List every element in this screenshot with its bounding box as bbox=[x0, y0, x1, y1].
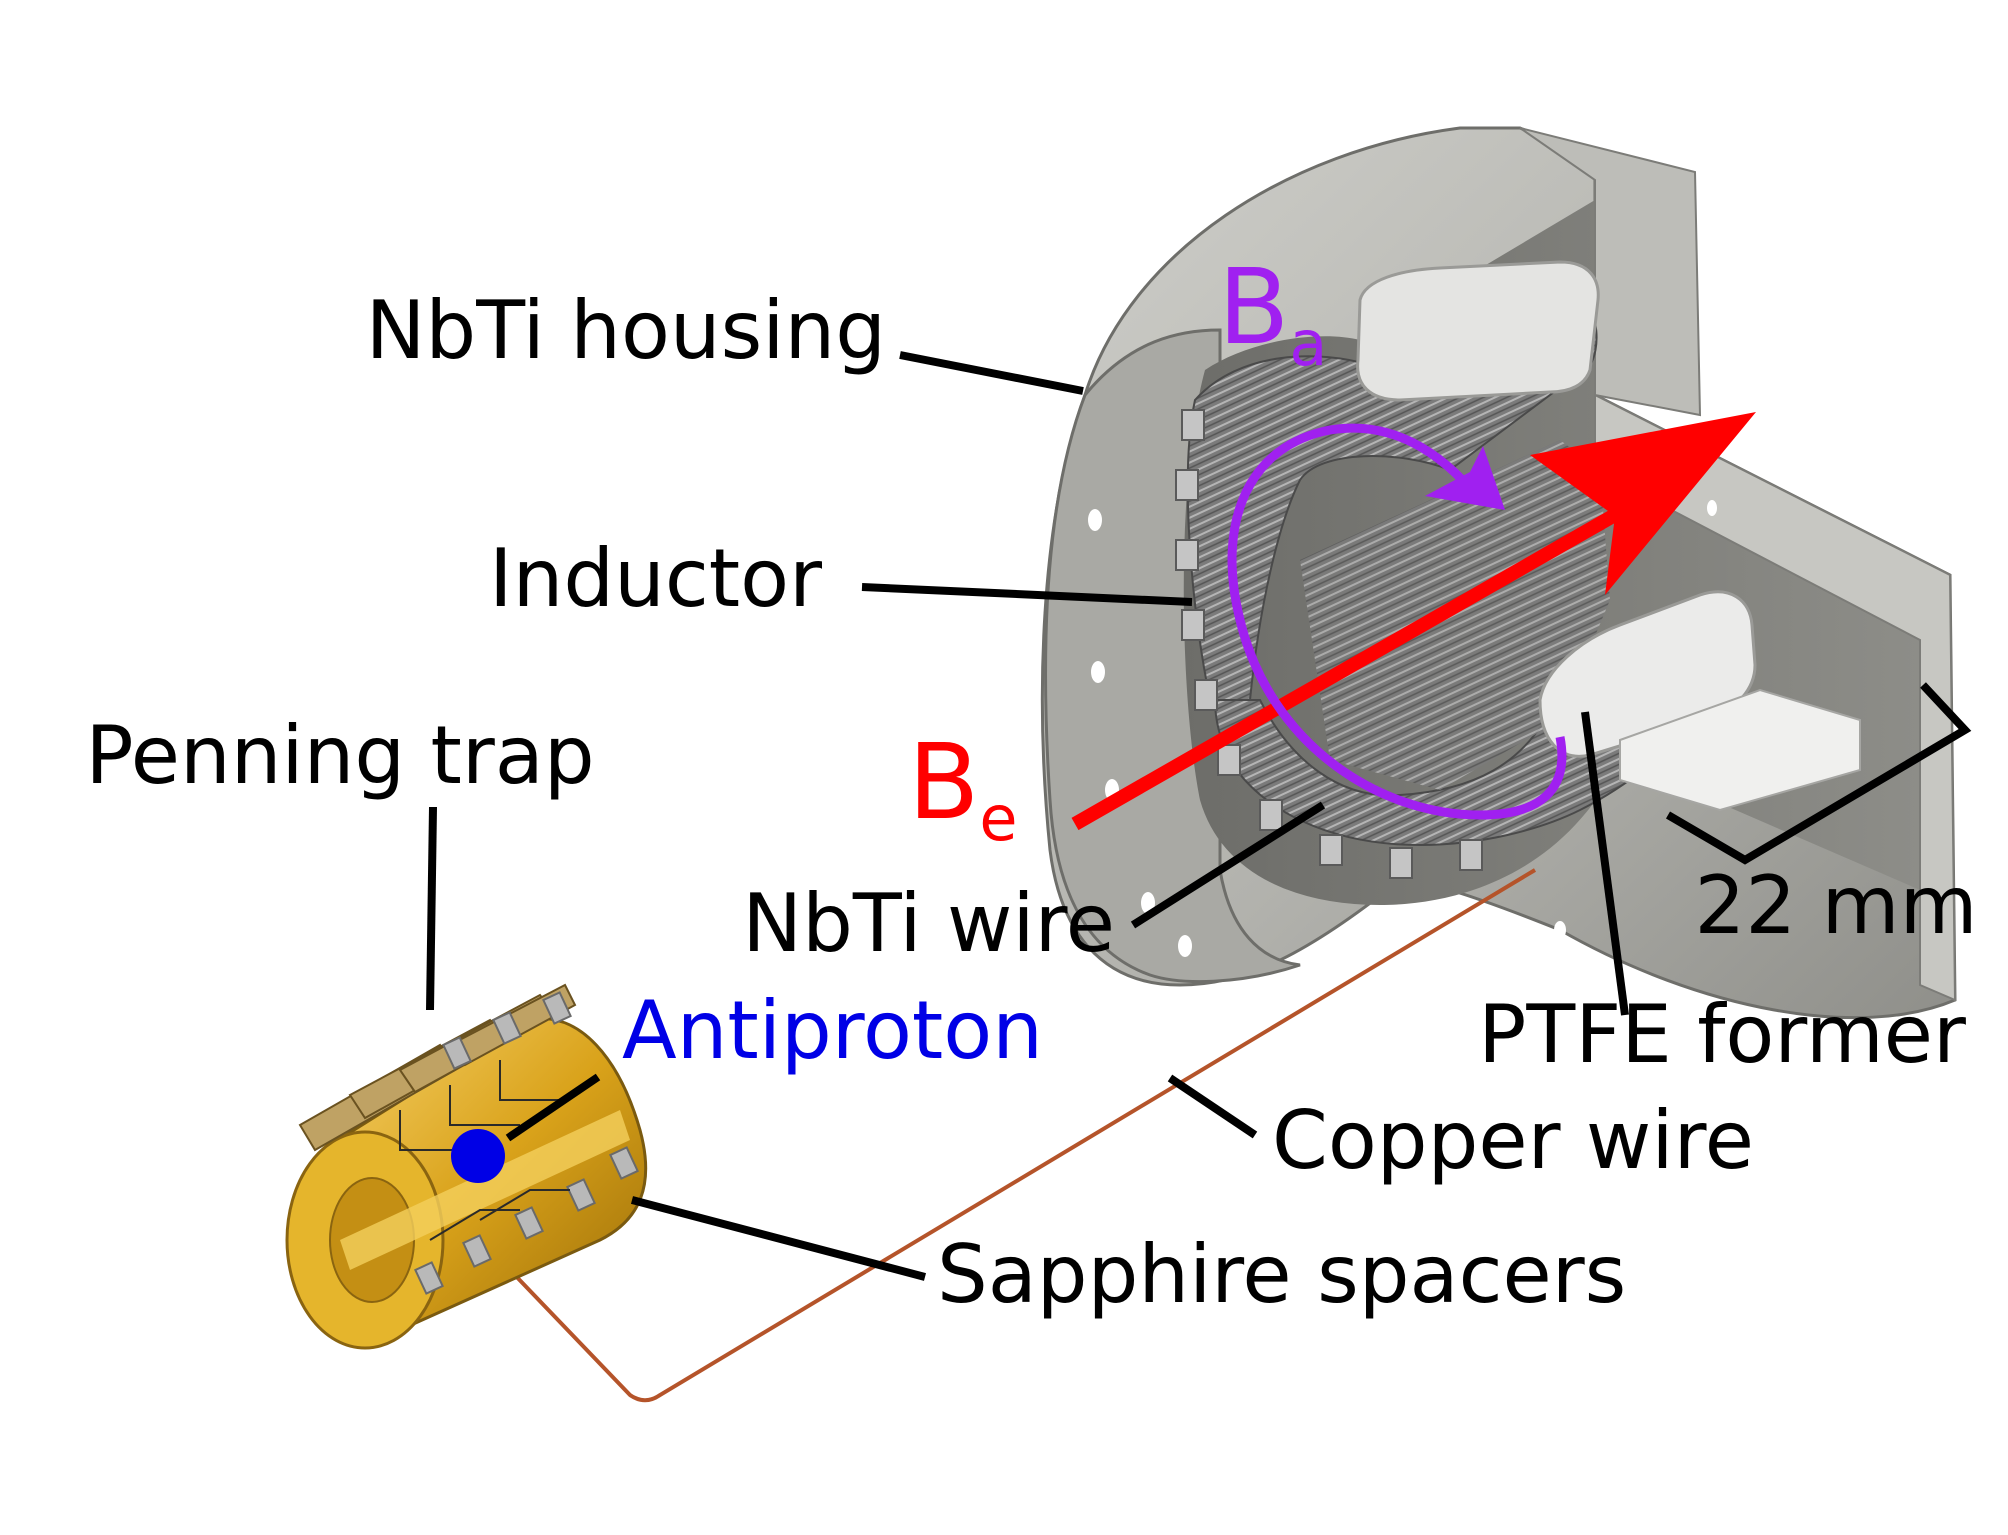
label-be-subscript: e bbox=[979, 782, 1017, 855]
label-ptfe-former: PTFE former bbox=[1478, 988, 1966, 1081]
trap-sapphire-spacers bbox=[414, 991, 639, 1295]
coil-notches bbox=[1175, 409, 1483, 879]
label-penning-trap: Penning trap bbox=[85, 709, 594, 802]
ptfe-former-render bbox=[1356, 260, 1861, 812]
label-ba-subscript: a bbox=[1289, 307, 1327, 380]
label-sapphire-spacers: Sapphire spacers bbox=[937, 1228, 1626, 1321]
label-be: Be bbox=[908, 721, 1018, 855]
dimension-bracket bbox=[1665, 682, 1972, 865]
trap-bore-slot bbox=[340, 1110, 630, 1270]
leader-penning-trap bbox=[426, 806, 437, 1011]
leader-copper-wire bbox=[1167, 1074, 1258, 1139]
ba-field-arrow bbox=[1227, 423, 1567, 820]
leader-ptfe-former bbox=[1581, 711, 1629, 1016]
housing-top-cut-face bbox=[1519, 127, 1702, 417]
leader-lines bbox=[426, 351, 1972, 1281]
leader-nbti-wire bbox=[1130, 801, 1326, 929]
leader-sapphire-spacers bbox=[630, 1196, 927, 1281]
ptfe-block-lower-ledge bbox=[1619, 688, 1861, 812]
coil-central-block bbox=[1300, 440, 1610, 790]
label-be-symbol: B bbox=[908, 721, 979, 843]
label-dimension: 22 mm bbox=[1694, 859, 1977, 952]
copper-wire bbox=[508, 868, 1537, 1403]
leader-nbti-housing bbox=[899, 351, 1084, 395]
label-nbti-wire: NbTi wire bbox=[742, 877, 1115, 970]
label-nbti-housing: NbTi housing bbox=[366, 284, 886, 377]
leader-inductor bbox=[861, 583, 1193, 606]
be-field-arrow bbox=[1071, 412, 1756, 831]
label-ba-symbol: B bbox=[1218, 246, 1289, 368]
antiproton-dot bbox=[451, 1129, 505, 1183]
ptfe-block-upper bbox=[1356, 260, 1600, 402]
label-ba: Ba bbox=[1218, 246, 1327, 380]
label-inductor: Inductor bbox=[489, 532, 822, 625]
housing-front-face bbox=[1044, 328, 1301, 984]
trap-wiring bbox=[399, 1060, 570, 1241]
label-copper-wire: Copper wire bbox=[1272, 1094, 1754, 1187]
label-antiproton: Antiproton bbox=[622, 984, 1043, 1077]
leader-antiproton bbox=[505, 1073, 601, 1142]
